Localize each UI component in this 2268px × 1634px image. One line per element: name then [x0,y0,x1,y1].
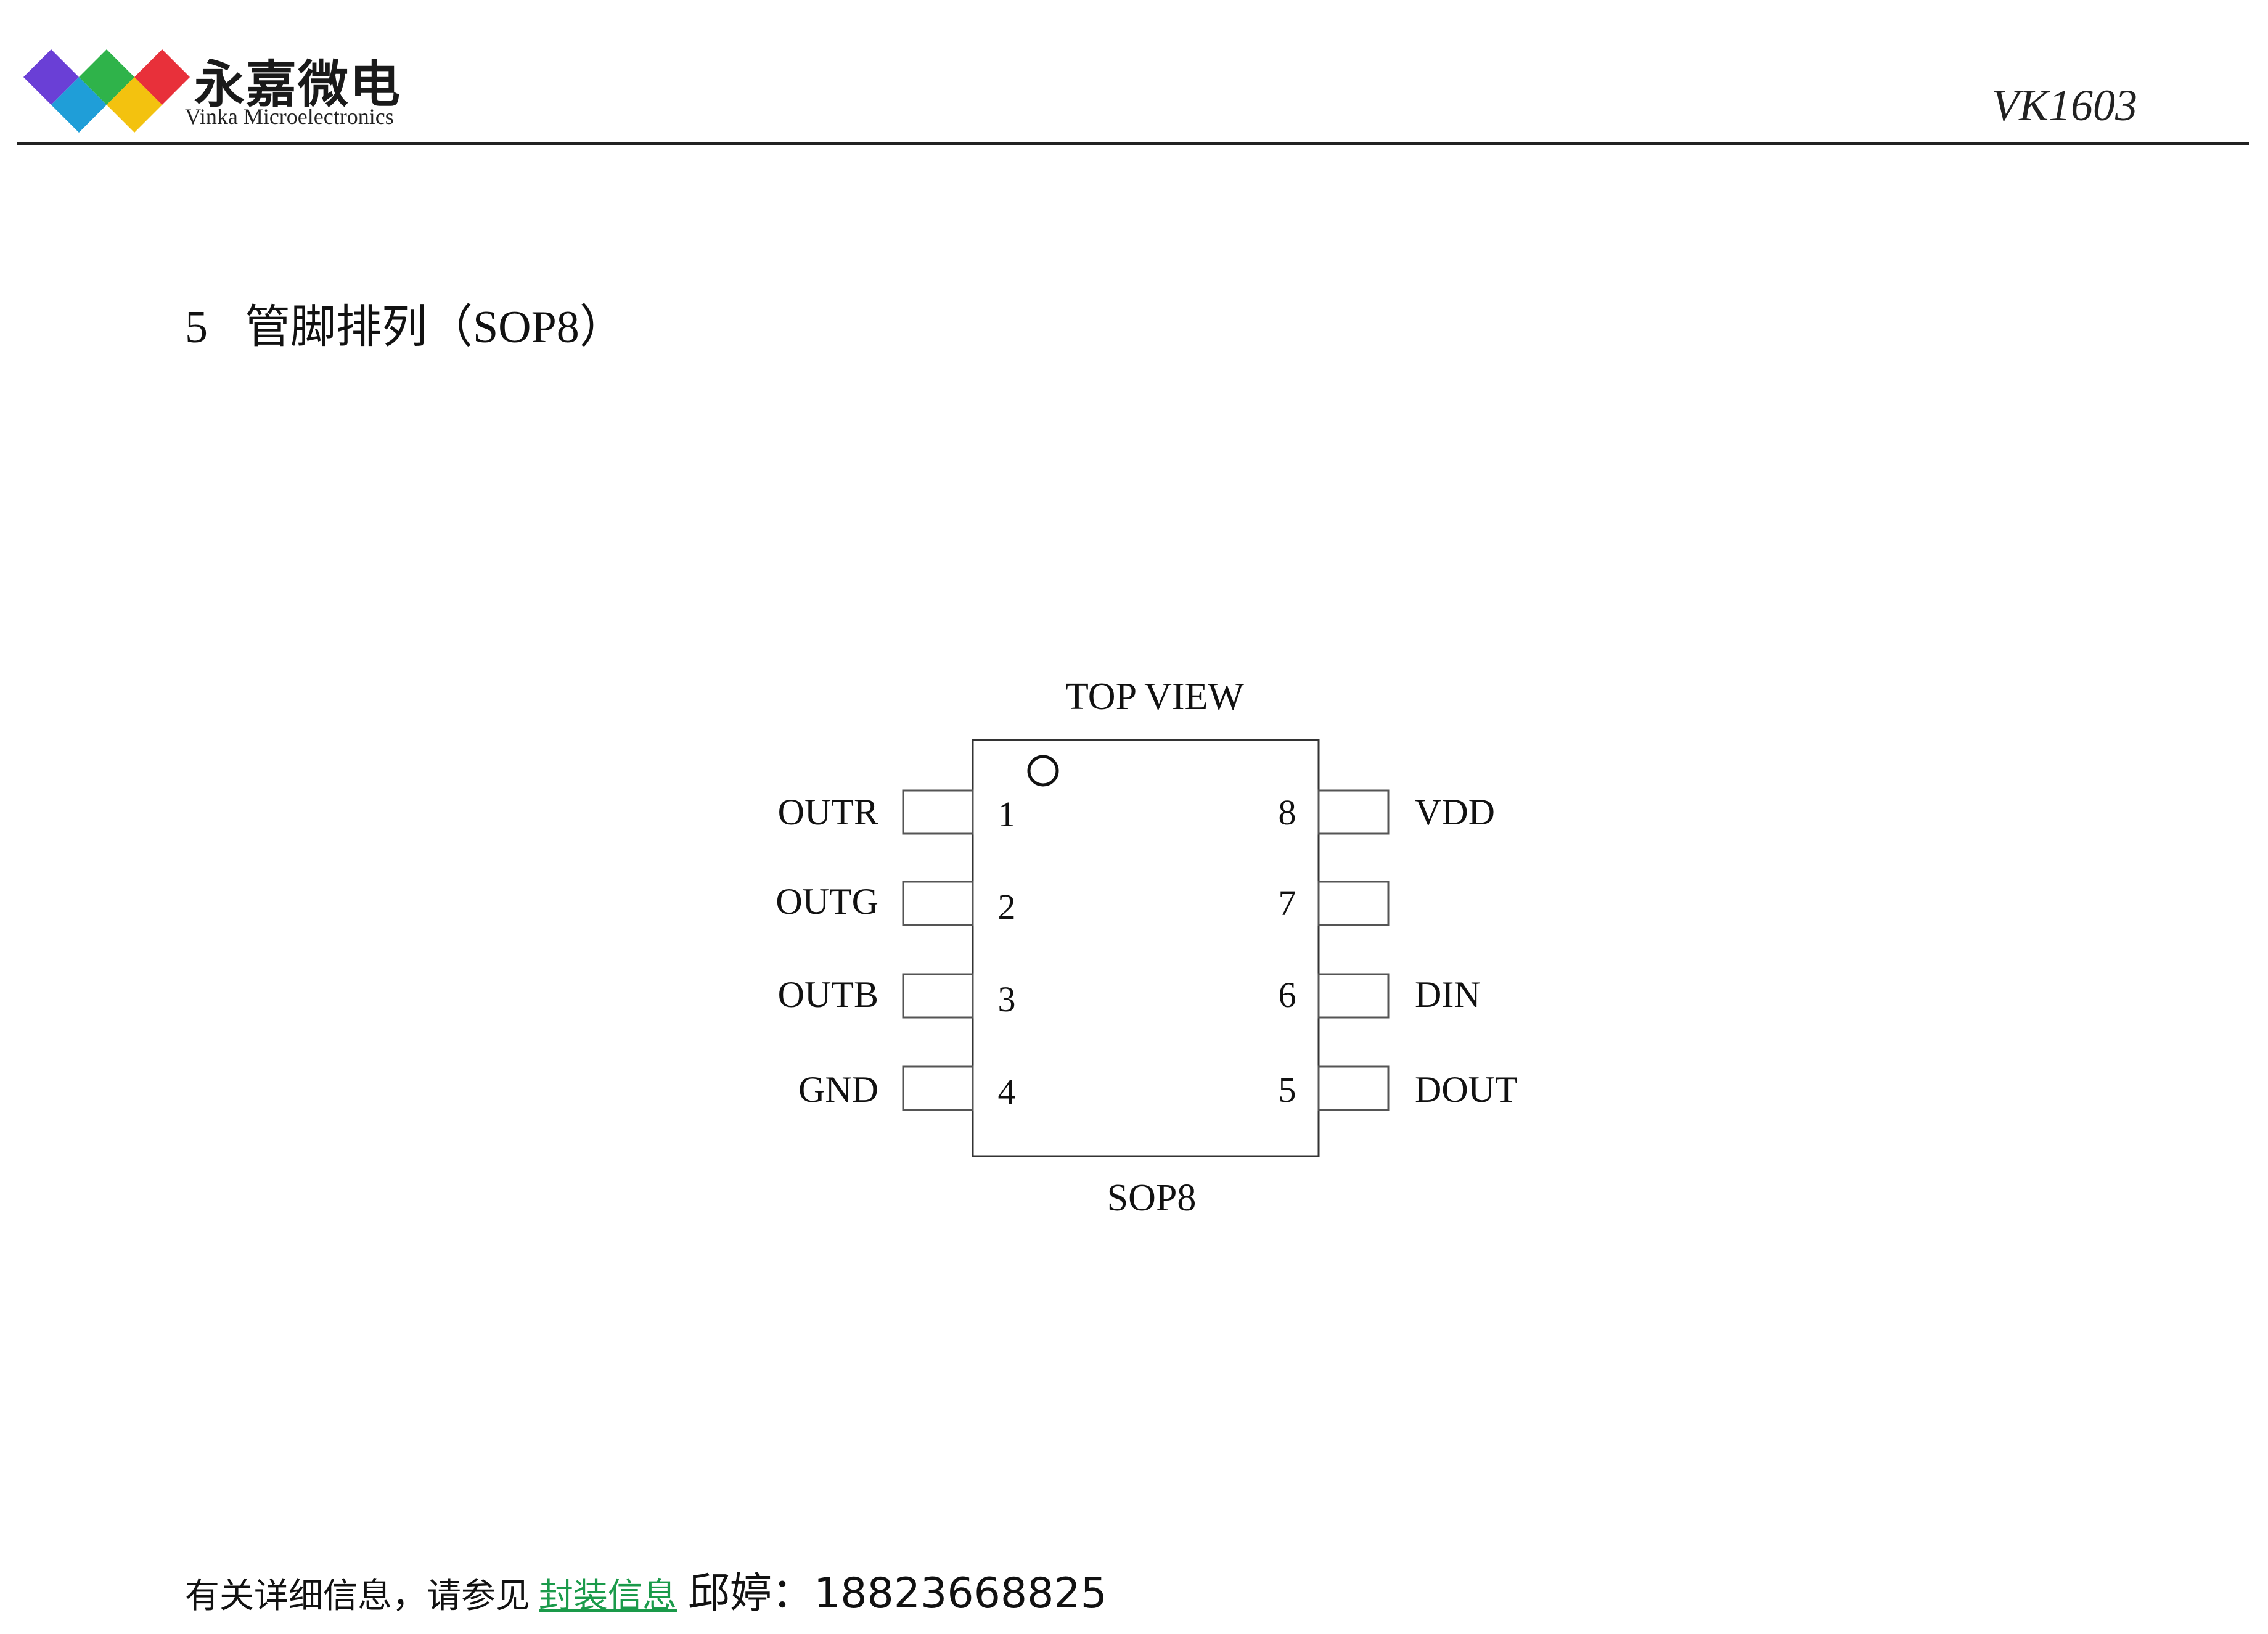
pin-number-2: 2 [998,887,1016,927]
chip-body [972,739,1320,1157]
section-heading: 5 管脚排列（SOP8） [185,290,625,356]
logo-diamond-red [134,49,190,105]
pin-pad-5 [1317,1065,1390,1111]
header-divider [17,142,2249,145]
pin-pad-1 [902,789,974,835]
pin-pad-2 [902,881,974,926]
pin-name-8: VDD [1415,792,1495,832]
pin-number-8: 8 [1279,792,1296,832]
section-title-text: 管脚排列（SOP8） [245,302,625,353]
pin-name-6: DIN [1415,974,1481,1015]
footer-note: 有关详细信息，请参见 封装信息邱婷：18823668825 [185,1559,1107,1620]
pin-name-2: OUTG [776,881,878,922]
pin-name-4: GND [798,1069,878,1110]
pin-number-4: 4 [998,1072,1016,1112]
pin-pad-3 [902,973,974,1019]
pin-pad-6 [1317,973,1390,1019]
logo-english-name: Vinka Microelectronics [185,104,394,129]
document-title: VK1603 [1991,81,2137,130]
package-label: SOP8 [1107,1177,1197,1219]
pin-pad-4 [902,1065,974,1111]
pin-number-3: 3 [998,979,1016,1019]
pin-number-5: 5 [1279,1070,1296,1110]
pin1-marker-icon [1027,755,1059,787]
contact-info: 邱婷：18823668825 [688,1569,1107,1618]
footer-text: 有关详细信息，请参见 [185,1577,530,1616]
pin-pad-8 [1317,789,1390,835]
pin-name-3: OUTB [778,974,878,1015]
pin-number-7: 7 [1279,883,1296,923]
pin-number-1: 1 [998,794,1016,834]
pin-name-5: DOUT [1415,1069,1518,1110]
package-info-link[interactable]: 封装信息 [539,1577,677,1616]
pin-pad-7 [1317,881,1390,926]
pin-name-1: OUTR [778,792,878,832]
pin-number-6: 6 [1279,975,1296,1015]
logo-mark [23,49,190,133]
logo-chinese-name: 永嘉微电 [194,55,402,114]
top-view-label: TOP VIEW [1065,676,1244,718]
section-number: 5 [185,302,208,353]
